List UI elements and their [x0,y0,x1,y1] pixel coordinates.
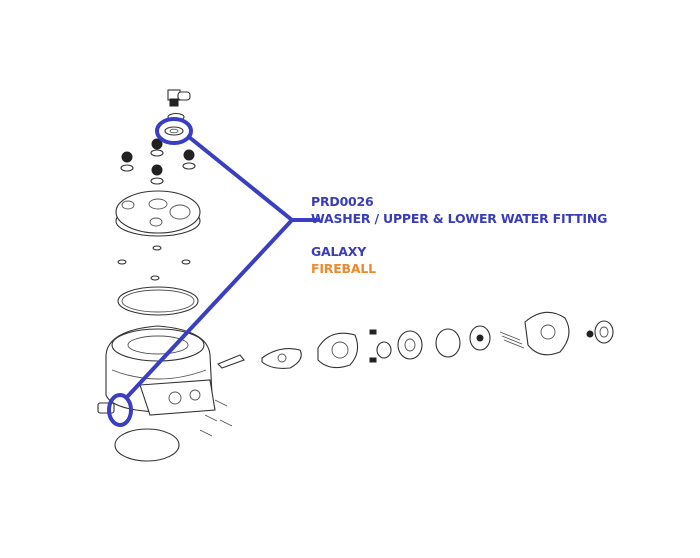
callout-circle-bottom [107,393,133,427]
callout-leader [107,117,320,427]
burner-assembly [217,311,614,369]
nuts-and-washers [120,138,196,185]
small-orings [117,245,191,281]
heater-body [97,325,216,416]
head-cover [115,190,201,237]
callout-line [125,135,320,399]
elbow-fitting [167,89,191,107]
large-gasket [117,286,199,316]
screws [199,399,233,437]
part-number: PRD0026 [311,194,374,209]
part-description: WASHER / UPPER & LOWER WATER FITTING [311,211,608,226]
highlighted-washer-top [164,126,184,136]
model-fireball: FIREBALL [311,261,376,276]
callout-circle-top [155,117,193,145]
base-gasket [114,428,180,462]
model-galaxy: GALAXY [311,244,367,259]
